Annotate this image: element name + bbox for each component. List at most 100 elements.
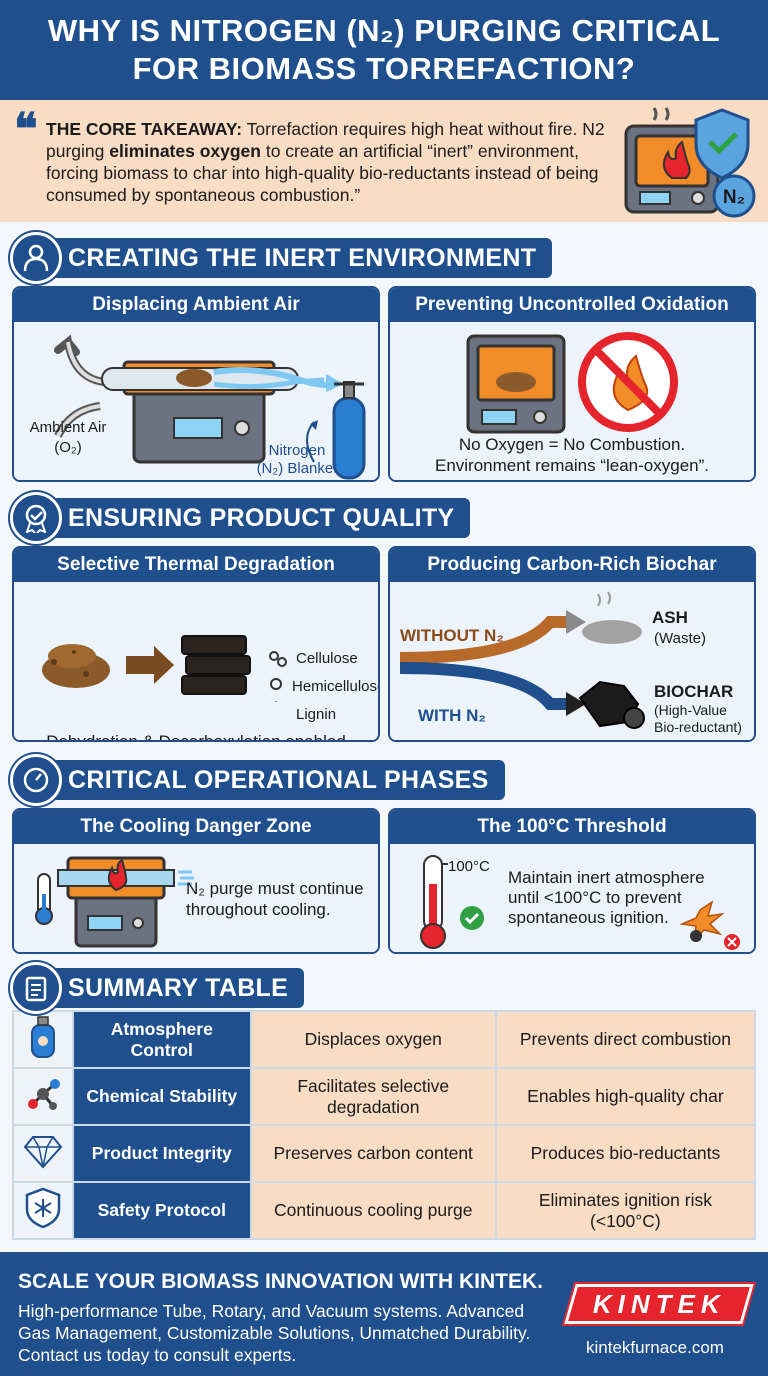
- biochar-sub2: Bio-reductant): [654, 719, 742, 735]
- row-benefit: Produces bio-reductants: [494, 1124, 757, 1183]
- shield-snowflake-icon: [12, 1181, 74, 1240]
- kintek-logo[interactable]: KINTEK: [564, 1284, 754, 1324]
- card-title: The 100°C Threshold: [390, 810, 754, 844]
- gas-cylinder-icon: [12, 1010, 74, 1069]
- cooling-line1: N₂ purge must continue: [186, 879, 364, 898]
- tube-furnace-illustration: [54, 334, 366, 480]
- card-selective-degradation: Selective Thermal Degradation Cellulose …: [12, 546, 380, 742]
- card-biochar: Producing Carbon-Rich Biochar WITHOUT N₂…: [388, 546, 756, 742]
- ambient-o2-label: (O₂): [54, 439, 82, 456]
- section-quality-header: ENSURING PRODUCT QUALITY: [10, 492, 471, 544]
- table-row: Chemical Stability Facilitates selective…: [12, 1067, 757, 1126]
- row-label: Safety Protocol: [71, 1181, 252, 1240]
- biomass-to-char-illustration: [42, 635, 287, 702]
- nitrogen-text: Nitrogen: [268, 442, 326, 459]
- website-link[interactable]: kintekfurnace.com: [586, 1338, 724, 1357]
- card-preventing-oxidation: Preventing Uncontrolled Oxidation No Oxy…: [388, 286, 756, 482]
- ash-sub-label: (Waste): [654, 630, 706, 647]
- takeaway-lead: THE CORE TAKEAWAY:: [46, 119, 243, 139]
- threshold-line1: Maintain inert atmosphere: [508, 868, 705, 887]
- cooling-caption: N₂ purge must continue throughout cooling…: [186, 878, 378, 920]
- section-quality-title: ENSURING PRODUCT QUALITY: [54, 498, 471, 538]
- footer-title: SCALE YOUR BIOMASS INNOVATION WITH KINTE…: [18, 1270, 544, 1293]
- footer-body: High-performance Tube, Rotary, and Vacuu…: [18, 1301, 531, 1365]
- threshold-line3: spontaneous ignition.: [508, 908, 669, 927]
- summary-table: Atmosphere Control Displaces oxygen Prev…: [12, 1010, 757, 1240]
- ambient-air-label: Ambient Air (O₂): [18, 418, 118, 458]
- row-mechanism: Preserves carbon content: [249, 1124, 497, 1183]
- row-benefit: Enables high-quality char: [494, 1067, 757, 1126]
- preventing-caption: No Oxygen = No Combustion. Environment re…: [390, 434, 754, 476]
- biochar-flow-illustration: [399, 591, 645, 729]
- card-body: Ambient Air (O₂) Nitrogen(N₂) Blanket: [14, 322, 378, 480]
- footer: SCALE YOUR BIOMASS INNOVATION WITH KINTE…: [0, 1252, 768, 1376]
- card-body: WITHOUT N₂ WITH N₂ ASH (Waste) BIOCHAR (…: [390, 582, 754, 740]
- takeaway-text: THE CORE TAKEAWAY: Torrefaction requires…: [46, 118, 616, 206]
- card-title: Producing Carbon-Rich Biochar: [390, 548, 754, 582]
- n2-badge: N₂: [723, 187, 745, 208]
- section-inert-header: CREATING THE INERT ENVIRONMENT: [10, 232, 553, 284]
- card-body: No Oxygen = No Combustion. Environment re…: [390, 322, 754, 480]
- section-summary-header: SUMMARY TABLE: [10, 962, 305, 1014]
- threshold-line2: until <100°C to prevent: [508, 888, 682, 907]
- row-benefit: Prevents direct combustion: [494, 1010, 757, 1069]
- takeaway-bold: eliminates oxygen: [109, 141, 261, 161]
- blanket-text: (N₂) Blanket: [256, 460, 338, 477]
- card-title: Selective Thermal Degradation: [14, 548, 378, 582]
- no-fire-illustration: [466, 332, 678, 434]
- row-label: Chemical Stability: [71, 1067, 252, 1126]
- takeaway-part1: Torrefaction requires high heat without …: [46, 119, 605, 161]
- nitrogen-label: Nitrogen(N₂) Blanket: [242, 442, 352, 478]
- row-label: Atmosphere Control: [71, 1010, 252, 1069]
- ambient-label: Ambient Air: [29, 419, 107, 436]
- card-100c-threshold: The 100°C Threshold 100°C Maintain inert…: [388, 808, 756, 954]
- card-displacing-air: Displacing Ambient Air Ambient Air (O₂) N…: [12, 286, 380, 482]
- card-title: Preventing Uncontrolled Oxidation: [390, 288, 754, 322]
- card-body: N₂ purge must continue throughout cooling…: [14, 844, 378, 952]
- row-mechanism: Continuous cooling purge: [249, 1181, 497, 1240]
- row-benefit: Eliminates ignition risk (<100°C): [494, 1181, 757, 1240]
- furnace-shield-icon: N₂: [624, 107, 756, 218]
- card-body: Cellulose Hemicellulose Lignin Dehydrati…: [14, 582, 378, 740]
- section-summary-title: SUMMARY TABLE: [54, 968, 305, 1008]
- row-label: Product Integrity: [71, 1124, 252, 1183]
- hemicellulose-label: Hemicellulose: [292, 678, 380, 695]
- biochar-sub1: (High-Value: [654, 702, 727, 718]
- ash-label: ASH: [652, 608, 688, 627]
- table-row: Product Integrity Preserves carbon conte…: [12, 1124, 757, 1183]
- table-row: Atmosphere Control Displaces oxygen Prev…: [12, 1010, 757, 1069]
- row-mechanism: Facilitates selective degradation: [249, 1067, 497, 1126]
- molecule-icon: [12, 1067, 74, 1126]
- worker-icon: [10, 232, 62, 284]
- preventing-line1: No Oxygen = No Combustion.: [458, 435, 686, 454]
- quote-icon: ❝: [14, 104, 38, 155]
- section-inert-title: CREATING THE INERT ENVIRONMENT: [54, 238, 553, 278]
- diamond-icon: [12, 1124, 74, 1183]
- page-title: WHY IS NITROGEN (N₂) PURGING CRITICAL FO…: [47, 13, 721, 86]
- selective-caption: Dehydration & Decarboxylation enabled: [46, 732, 346, 742]
- without-n2-label: WITHOUT N₂: [400, 626, 504, 645]
- preventing-line2: Environment remains “lean-oxygen”.: [434, 456, 709, 475]
- temp-label: 100°C: [448, 858, 490, 875]
- with-n2-label: WITH N₂: [418, 706, 486, 725]
- section-phases-header: CRITICAL OPERATIONAL PHASES: [10, 754, 505, 806]
- lignin-label: Lignin: [296, 706, 337, 723]
- section-phases-title: CRITICAL OPERATIONAL PHASES: [54, 760, 505, 800]
- card-title: Displacing Ambient Air: [14, 288, 378, 322]
- table-row: Safety Protocol Continuous cooling purge…: [12, 1181, 757, 1240]
- card-cooling-danger: The Cooling Danger Zone N₂ purge must co…: [12, 808, 380, 954]
- thermometer-gauge-icon: [10, 754, 62, 806]
- takeaway-part2: to create an artificial “inert” environm…: [46, 141, 599, 205]
- logo-text: KINTEK: [592, 1288, 726, 1319]
- cooling-furnace-illustration: [35, 856, 194, 948]
- cellulose-label: Cellulose: [296, 650, 358, 667]
- thermometer-illustration: [420, 855, 740, 950]
- row-mechanism: Displaces oxygen: [249, 1010, 497, 1069]
- award-badge-icon: [10, 492, 62, 544]
- cooling-line2: throughout cooling.: [186, 900, 331, 919]
- biochar-label: BIOCHAR: [654, 682, 734, 701]
- title-banner: WHY IS NITROGEN (N₂) PURGING CRITICAL FO…: [0, 0, 768, 100]
